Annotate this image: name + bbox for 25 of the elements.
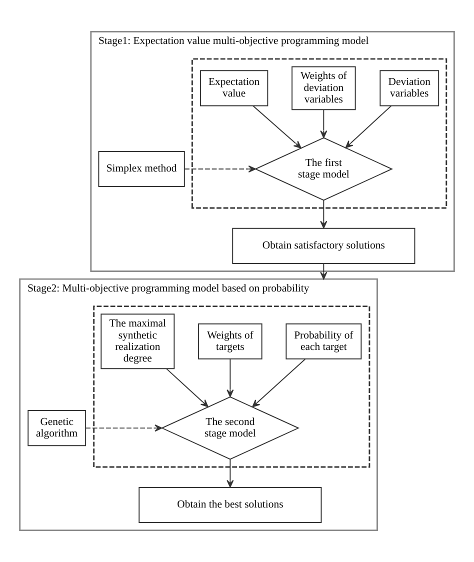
arrow [226,358,234,398]
arrow [184,165,256,173]
arrow [320,109,328,138]
arrow [226,459,234,488]
node-box: Probability of each target [286,323,362,360]
node-diamond: The second stage model [160,396,300,460]
node-diamond: The first stage model [254,137,394,201]
node-box: Obtain satisfactory solutions [232,228,416,264]
node-box: Obtain the best solutions [138,486,322,523]
arrow [85,424,162,432]
node-box: Weights of targets [198,323,262,360]
node-box: The maximal synthetic realization degree [100,314,175,370]
node-box: Deviation variables [380,70,440,106]
arrow [252,358,306,408]
node-box: Genetic algorithm [28,410,86,446]
node-box: Expectation value [200,70,268,106]
arrow [320,263,328,280]
arrow [166,368,208,408]
arrow [252,105,302,148]
arrow [320,200,328,229]
node-box: Weights of deviation variables [292,66,356,110]
cluster [191,58,448,209]
cluster [93,306,370,468]
arrow [345,105,392,148]
node-box: Simplex method [98,150,185,188]
